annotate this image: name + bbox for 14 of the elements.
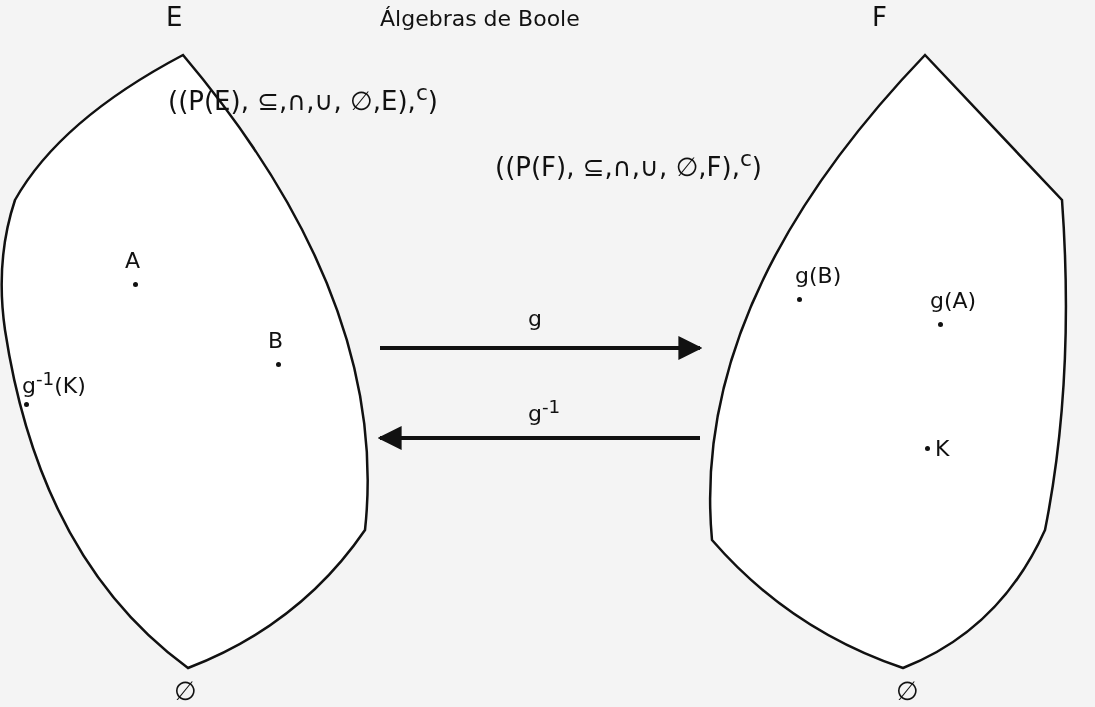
- point-label: B: [268, 330, 284, 352]
- set-label: E: [166, 4, 183, 30]
- point-label: A: [125, 250, 141, 272]
- point-label: g(B): [795, 265, 842, 287]
- title: Álgebras de Boole: [380, 8, 580, 30]
- empty-set-label: ∅: [896, 678, 919, 704]
- point-label: g$^{-1}$(K): [22, 370, 86, 398]
- set-label: F: [872, 4, 887, 30]
- point-label: K: [935, 438, 950, 460]
- empty-set-label: ∅: [174, 678, 197, 704]
- arrow: [380, 336, 703, 360]
- point-label: g(A): [930, 290, 977, 312]
- formula: ((P(F), ⊆,∩,∪, ∅,F),$^{c}$): [495, 148, 762, 180]
- arrow: [377, 426, 700, 450]
